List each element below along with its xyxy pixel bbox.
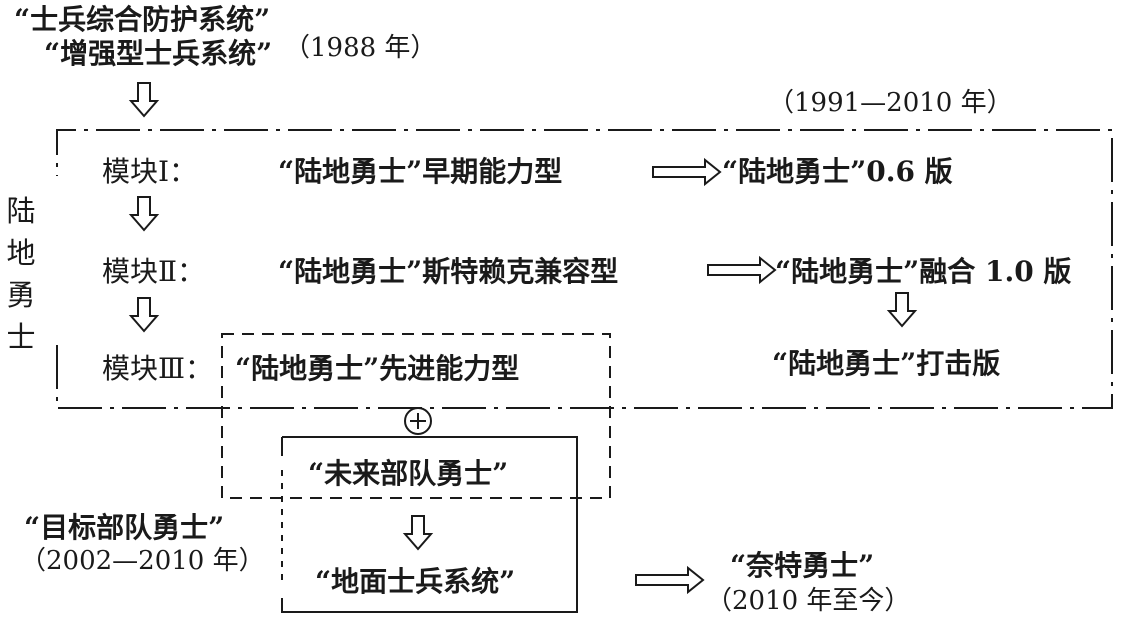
arrow-right-nett: [635, 567, 704, 593]
soldier-integrated-protection-label: “士兵综合防护系统”: [14, 3, 271, 36]
land-warrior-dashdot-box: [56, 129, 1113, 409]
advanced-capability-dashed-box: [221, 333, 611, 499]
module-1-label: 模块Ⅰ：: [102, 155, 198, 188]
module-2-label: 模块Ⅱ：: [102, 255, 206, 288]
arrow-down-fusion: [888, 292, 916, 327]
arrow-right-module2: [707, 257, 776, 283]
arrow-down-top: [130, 82, 158, 117]
objective-force-warrior-label: “目标部队勇士”: [24, 511, 225, 544]
nett-warrior-label: “奈特勇士”: [730, 549, 875, 582]
arrow-down-module2: [130, 297, 158, 332]
ground-soldier-system-label: “地面士兵系统”: [315, 565, 516, 598]
nett-warrior-period: （2010 年至今）: [706, 586, 911, 616]
ground-soldier-solid-box: [281, 436, 578, 613]
module-1-version: “陆地勇士”0.6 版: [722, 155, 953, 188]
module-2-version: “陆地勇士”融合 1.0 版: [775, 255, 1072, 288]
combine-plus-icon: [404, 407, 432, 435]
future-force-warrior-label: “未来部队勇士”: [308, 457, 509, 490]
arrow-down-ground-soldier: [404, 515, 432, 550]
module-2-system: “陆地勇士”斯特赖克兼容型: [278, 255, 619, 288]
module-3-label: 模块Ⅲ：: [102, 352, 214, 385]
arrow-down-module1: [130, 196, 158, 231]
land-warrior-vertical-label: 陆地勇士: [6, 194, 36, 354]
enhanced-soldier-year: （1988 年）: [284, 33, 437, 63]
land-warrior-period: （1991—2010 年）: [768, 88, 1013, 118]
arrow-right-module1: [652, 159, 721, 185]
module-3-system: “陆地勇士”先进能力型: [235, 352, 520, 385]
module-1-system: “陆地勇士”早期能力型: [278, 155, 563, 188]
enhanced-soldier-system-label: “增强型士兵系统”: [44, 37, 273, 70]
objective-force-period: （2002—2010 年）: [20, 546, 265, 576]
module-3-version: “陆地勇士”打击版: [772, 347, 1001, 380]
